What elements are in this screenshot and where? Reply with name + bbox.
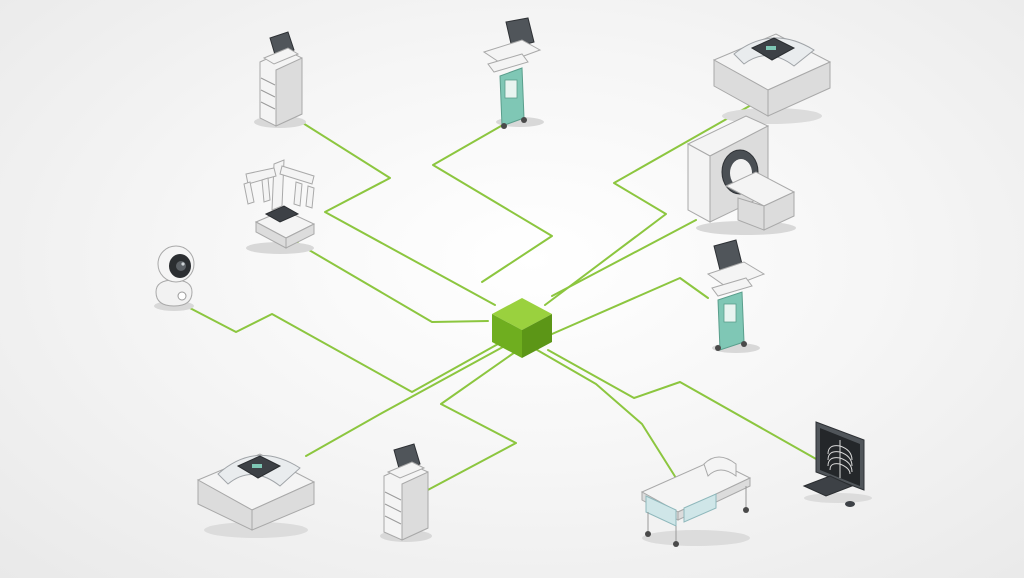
link-surgical-robot [291, 239, 489, 323]
ventilator-panel [706, 261, 766, 289]
robot-arm-right [279, 165, 315, 185]
wheel [743, 507, 749, 513]
keyboard [802, 475, 854, 497]
incubator-display [766, 46, 776, 50]
bed-headboard [703, 456, 737, 477]
link-incubator-top-right [544, 99, 761, 306]
robot-instrument [243, 181, 255, 205]
drawer-line [260, 77, 276, 86]
keyboard-shelf [262, 47, 300, 65]
table-front [737, 197, 765, 231]
surgical-robot-icon[interactable] [243, 159, 316, 254]
drawer-line [260, 89, 276, 98]
shadow [804, 493, 872, 503]
cart-side [275, 57, 303, 127]
incubator-icon[interactable] [712, 33, 832, 124]
ct-scanner-icon[interactable] [686, 115, 796, 235]
cart-side [401, 471, 429, 541]
link-security-camera [185, 305, 499, 393]
robot-arm-left [245, 167, 277, 185]
hub-left-face [492, 314, 522, 358]
wheel [521, 117, 527, 123]
ventilator-panel [482, 39, 542, 65]
camera-base [155, 279, 193, 307]
hub-right-face [522, 314, 552, 358]
xray-workstation-icon[interactable] [802, 421, 872, 507]
link-xray-workstation [547, 349, 833, 469]
ultrasound-cart-icon[interactable] [254, 31, 306, 128]
green-cube-hub-icon[interactable] [492, 298, 552, 358]
ventilator-tray [711, 277, 753, 297]
shadow [204, 522, 308, 538]
mouse [845, 501, 855, 507]
drawer-line [384, 491, 402, 501]
ventilator-screen [505, 17, 535, 49]
connection-lines [185, 99, 833, 493]
security-camera-icon[interactable] [154, 245, 195, 311]
ribcage-icon [827, 440, 853, 478]
camera-lens-glint [181, 262, 185, 266]
camera-base-button [177, 291, 187, 301]
incubator-display [252, 464, 262, 468]
shadow [246, 242, 314, 254]
wheel [741, 341, 747, 347]
link-ventilator-right [551, 277, 709, 335]
robot-instrument [293, 181, 303, 207]
incubator-base-right [251, 481, 315, 531]
robot-instrument [305, 185, 315, 209]
ventilator-icon[interactable] [482, 17, 544, 129]
wheel [645, 531, 651, 537]
bed-rail-side [683, 493, 717, 523]
link-ultrasound-top-left [297, 119, 496, 306]
link-ultrasound-bottom [423, 349, 519, 493]
ventilator-vent [504, 79, 518, 99]
incubator-base-right [767, 61, 831, 117]
wheel [673, 541, 679, 547]
drawer-line [384, 503, 402, 513]
link-incubator-bottom-left [305, 341, 513, 457]
ventilator-vent [723, 303, 737, 323]
drawer-line [384, 515, 402, 525]
robot-base-right [285, 223, 315, 249]
robot-core [264, 205, 300, 223]
robot-instrument [261, 177, 271, 203]
ventilator-icon[interactable] [706, 239, 766, 353]
camera-lens [176, 261, 186, 271]
ultrasound-cart-icon[interactable] [380, 443, 432, 542]
ventilator-tray [487, 53, 529, 73]
drawer-line [260, 101, 276, 110]
hospital-bed-icon[interactable] [640, 456, 752, 547]
link-hospital-bed [531, 346, 677, 479]
link-ventilator-top-center [432, 121, 553, 283]
wheel [501, 123, 507, 129]
gantry-left [687, 143, 711, 223]
incubator-icon[interactable] [196, 453, 316, 538]
wheel [715, 345, 721, 351]
link-ct-scanner [551, 219, 697, 297]
keyboard-shelf [386, 461, 426, 479]
shadow [642, 530, 750, 546]
